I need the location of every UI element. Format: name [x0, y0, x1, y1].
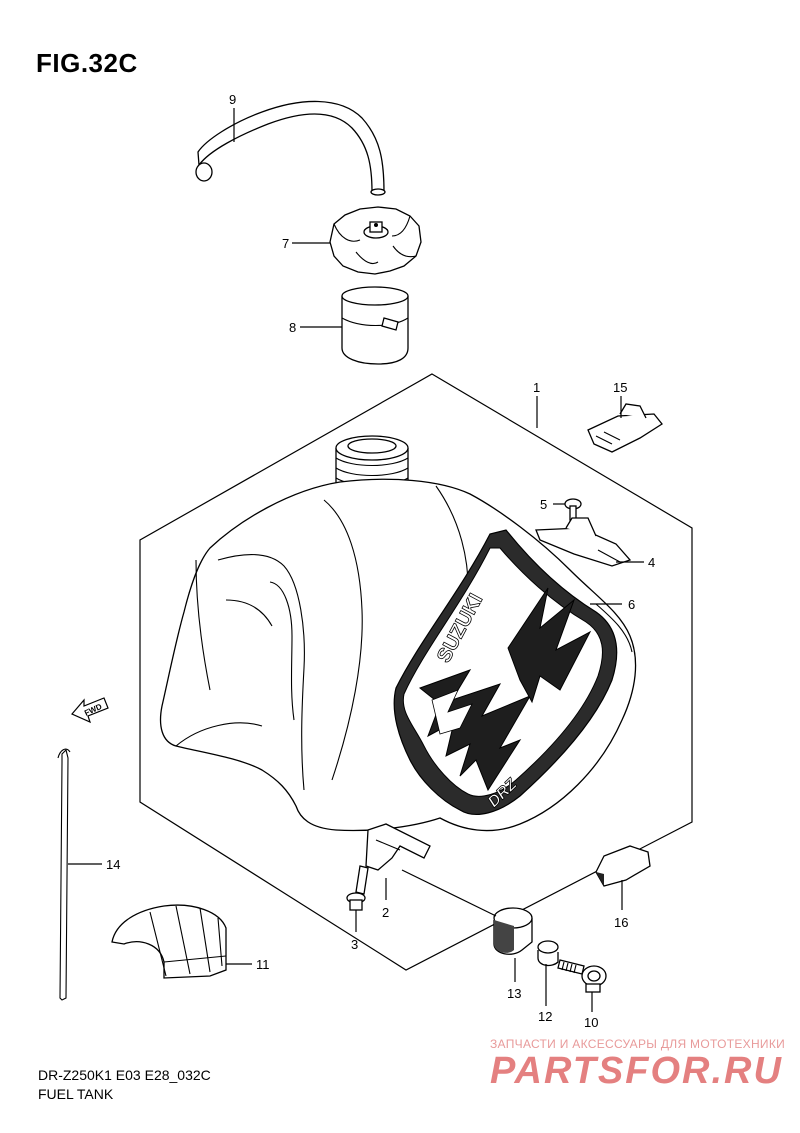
forward-arrow-label: FWD: [83, 702, 104, 718]
callout-8: 8: [289, 320, 296, 335]
tank-assembly-outline: [139, 373, 693, 971]
part-flange-bolt[interactable]: [557, 959, 607, 993]
callout-13: 13: [507, 986, 521, 1001]
watermark-subtitle: ЗАПЧАСТИ И АКСЕССУАРЫ ДЛЯ МОТОТЕХНИКИ: [490, 1037, 786, 1051]
callout-10: 10: [584, 1015, 598, 1030]
leader-lines: [68, 108, 644, 1012]
part-lower-bracket[interactable]: [365, 823, 431, 871]
callout-12: 12: [538, 1009, 552, 1024]
callout-1: 1: [533, 380, 540, 395]
callout-3: 3: [351, 937, 358, 952]
part-breather-hose[interactable]: [195, 100, 386, 196]
callout-11: 11: [256, 957, 270, 972]
callout-numbers: 9 7 8 1 15 5 4 6 14 2 16 3 11 13 12 10: [106, 92, 655, 1030]
callout-7: 7: [282, 236, 289, 251]
callout-9: 9: [229, 92, 236, 107]
callout-16: 16: [614, 915, 628, 930]
part-band[interactable]: [57, 748, 71, 1001]
callout-2: 2: [382, 905, 389, 920]
callout-15: 15: [613, 380, 627, 395]
part-rubber-pad[interactable]: [595, 845, 651, 887]
callout-4: 4: [648, 555, 655, 570]
section-name: FUEL TANK: [38, 1086, 114, 1102]
callout-6: 6: [628, 597, 635, 612]
callout-14: 14: [106, 857, 120, 872]
part-collar[interactable]: [537, 940, 559, 967]
part-bolt-washer[interactable]: [346, 865, 369, 911]
part-clip[interactable]: [587, 403, 663, 453]
part-bolt-small[interactable]: [564, 498, 582, 521]
model-code: DR-Z250K1 E03 E28_032C: [38, 1067, 211, 1083]
part-damper-cushion[interactable]: [493, 907, 533, 955]
watermark-logo: PARTSFOR.RU: [490, 1050, 783, 1092]
part-fuel-cap[interactable]: [329, 206, 422, 275]
callout-5: 5: [540, 497, 547, 512]
figure-title: FIG.32C: [36, 48, 138, 78]
forward-arrow: FWD: [71, 697, 109, 724]
part-cap-gasket[interactable]: [341, 286, 409, 365]
part-fuel-tank[interactable]: SUZUKI DRZ: [159, 435, 637, 832]
part-bracket[interactable]: [535, 517, 632, 567]
part-rubber-cushion[interactable]: [111, 904, 227, 979]
